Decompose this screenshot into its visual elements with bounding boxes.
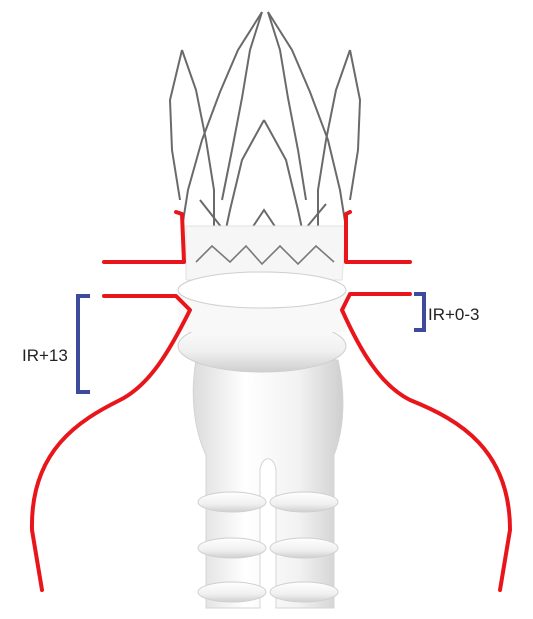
sealing-rings xyxy=(178,272,346,372)
left-bracket xyxy=(78,296,90,392)
left-root-wall xyxy=(32,296,190,590)
right-root-wall xyxy=(342,294,510,590)
left-annulus-line xyxy=(104,212,184,262)
limb-rings xyxy=(198,492,338,602)
right-bracket xyxy=(414,294,424,330)
stent-frame xyxy=(170,12,360,250)
right-annulus-line xyxy=(346,212,410,262)
prosthesis-trunk xyxy=(193,360,343,608)
right-bracket-label: IR+0-3 xyxy=(428,305,480,325)
left-bracket-label: IR+13 xyxy=(22,346,68,366)
